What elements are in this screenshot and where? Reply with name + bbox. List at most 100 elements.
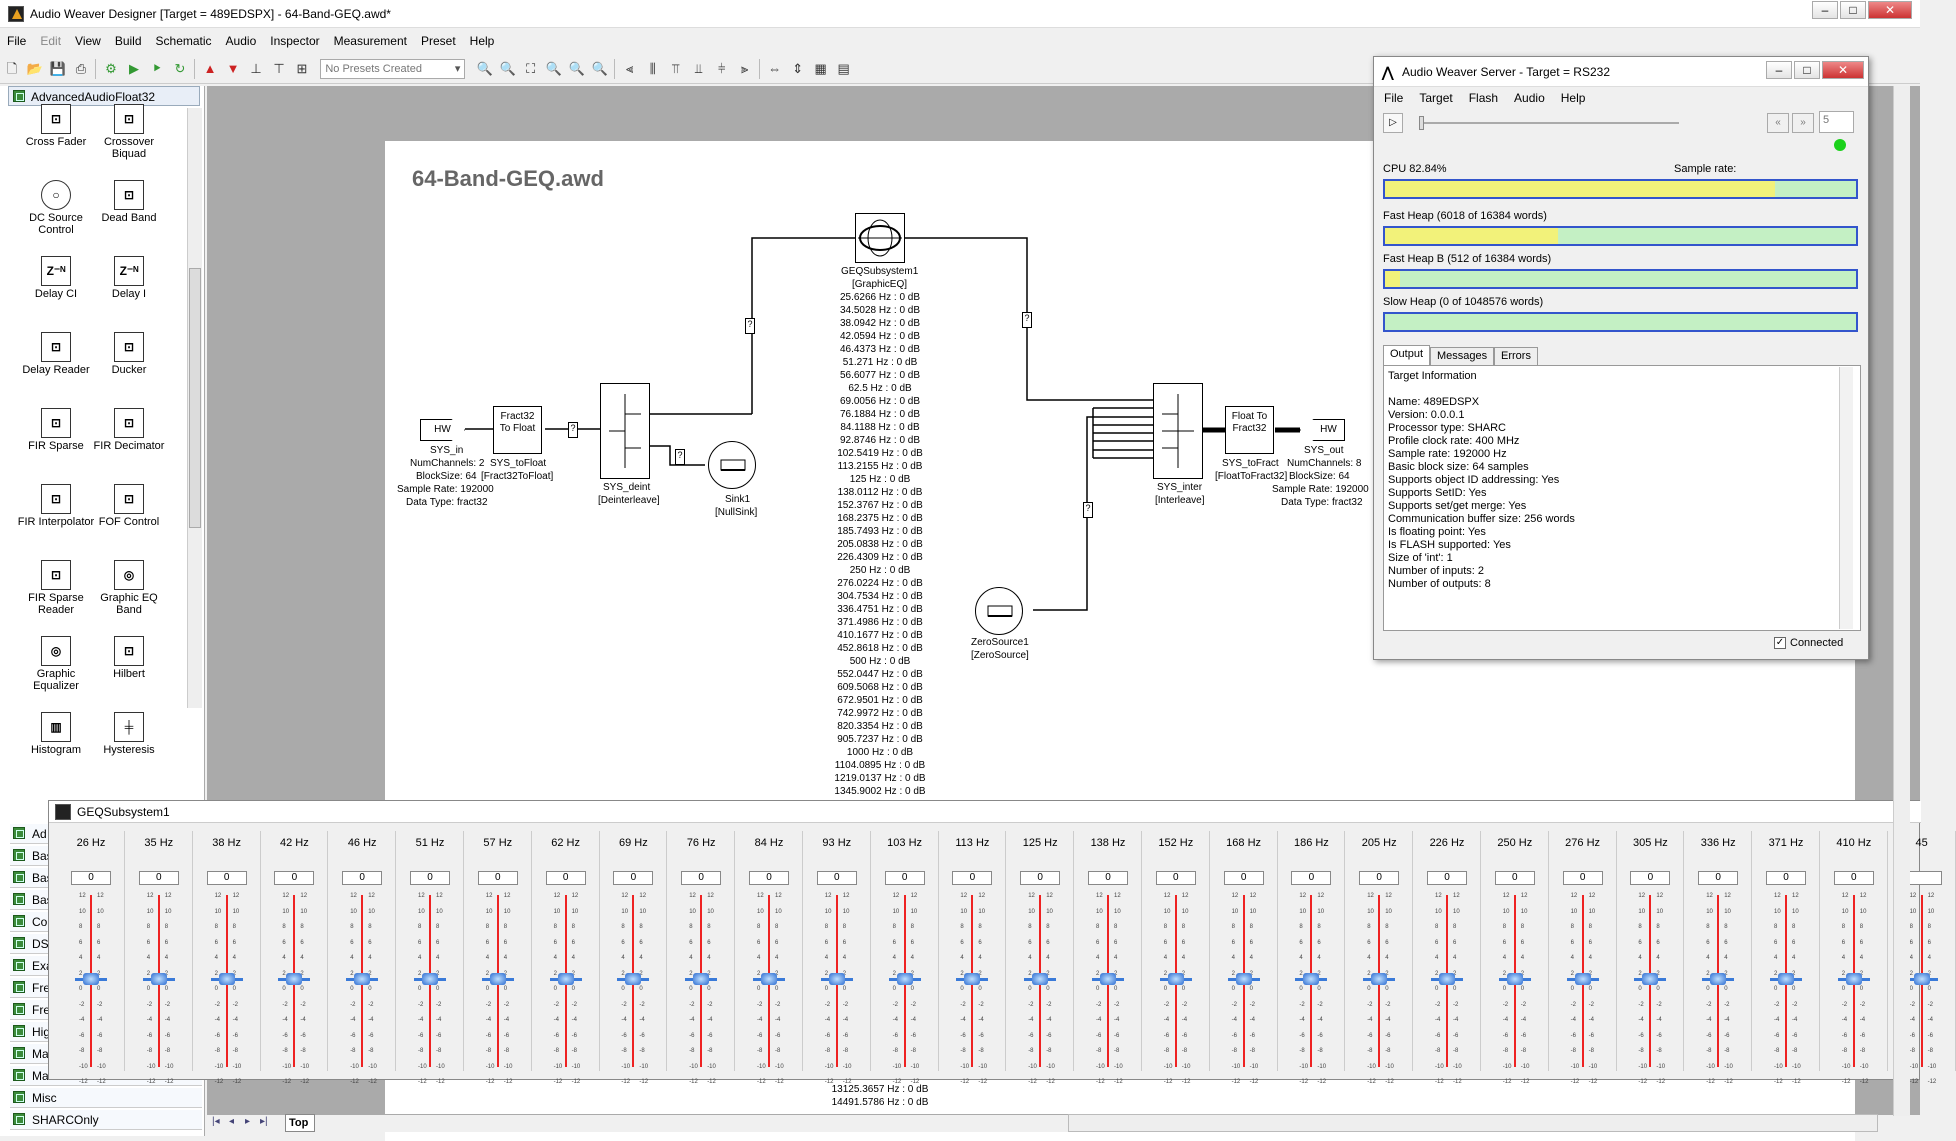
band-slider-thumb[interactable] (1837, 973, 1870, 985)
band-gain-input[interactable]: 0 (681, 871, 722, 885)
menu-view[interactable]: View (75, 34, 101, 48)
zoom-prev-icon[interactable]: 🔍 (591, 61, 608, 76)
band-gain-input[interactable]: 0 (477, 871, 518, 885)
band-gain-input[interactable]: 0 (274, 871, 315, 885)
build-icon[interactable]: ⚙ (105, 61, 117, 76)
band-slider-thumb[interactable] (1024, 973, 1057, 985)
library-scrollbar[interactable] (187, 108, 202, 708)
preset-dropdown[interactable]: No Presets Created (320, 59, 466, 79)
print-icon[interactable]: ⎙ (75, 61, 87, 76)
tree-icon[interactable]: ⊞ (296, 61, 308, 76)
band-gain-input[interactable]: 0 (1562, 871, 1603, 885)
library-item[interactable]: ⊡Delay Reader (16, 332, 96, 376)
band-slider-thumb[interactable] (753, 973, 785, 985)
wire-info-marker[interactable]: ? (1022, 312, 1032, 328)
band-gain-input[interactable]: 0 (816, 871, 857, 885)
play-button[interactable]: ▷ (1383, 113, 1403, 133)
band-slider-thumb[interactable] (956, 973, 989, 985)
server-menu-help[interactable]: Help (1560, 91, 1586, 105)
hw-output-block[interactable]: HW (1300, 419, 1345, 441)
save-icon[interactable]: 💾 (49, 61, 67, 76)
align-top-icon[interactable]: ⫪ (672, 61, 680, 76)
tab-output[interactable]: Output (1383, 345, 1431, 365)
grid-icon[interactable]: ▦ (814, 61, 827, 76)
to-float-block[interactable]: Fract32 To Float (493, 406, 542, 454)
align-icon[interactable]: ⊥ (250, 61, 262, 76)
band-slider-thumb[interactable] (888, 973, 921, 985)
minimize-button[interactable]: – (1812, 1, 1838, 19)
library-item[interactable]: ⊡Crossover Biquad (89, 104, 169, 160)
menu-schematic[interactable]: Schematic (155, 34, 212, 48)
band-gain-input[interactable]: 0 (1359, 871, 1400, 885)
forward-button[interactable]: » (1792, 113, 1814, 133)
band-gain-input[interactable]: 0 (71, 871, 111, 885)
band-slider-thumb[interactable] (278, 973, 311, 985)
library-item[interactable]: ⊡FIR Sparse Reader (16, 560, 96, 616)
prev-sheet-icon[interactable]: ◂ (229, 1116, 235, 1127)
category-row[interactable]: SHARCOnly (10, 1110, 202, 1130)
band-gain-input[interactable]: 0 (1494, 871, 1535, 885)
library-header[interactable]: AdvancedAudioFloat32 (8, 86, 200, 106)
library-item[interactable]: ⊡FIR Decimator (89, 408, 169, 452)
interleave-block[interactable] (1153, 383, 1203, 479)
band-slider-thumb[interactable] (685, 973, 718, 985)
band-slider-thumb[interactable] (1092, 973, 1124, 985)
band-gain-input[interactable]: 0 (1020, 871, 1061, 885)
band-slider-thumb[interactable] (1634, 973, 1667, 985)
to-fract-block[interactable]: Float To Fract32 (1225, 406, 1274, 454)
band-slider-thumb[interactable] (617, 973, 650, 985)
close-button[interactable]: ✕ (1868, 1, 1912, 19)
wire-info-marker[interactable]: ? (568, 422, 578, 438)
band-gain-input[interactable]: 0 (884, 871, 925, 885)
build-run-icon[interactable]: ⯈ (151, 61, 163, 76)
tab-errors[interactable]: Errors (1494, 347, 1538, 365)
library-item[interactable]: ⊡FIR Interpolator (16, 484, 96, 528)
distribute-icon[interactable]: ⊤ (273, 61, 285, 76)
library-item[interactable]: ⊡FIR Sparse (16, 408, 96, 452)
band-gain-input[interactable]: 0 (1630, 871, 1671, 885)
server-menu-audio[interactable]: Audio (1514, 91, 1545, 105)
band-slider-thumb[interactable] (1159, 973, 1192, 985)
graphic-eq-block[interactable] (855, 213, 905, 263)
band-gain-input[interactable]: 0 (1698, 871, 1739, 885)
library-item[interactable]: ⊡Ducker (89, 332, 169, 376)
band-gain-input[interactable]: 0 (1223, 871, 1264, 885)
snap-icon[interactable]: ▤ (837, 61, 850, 76)
open-folder-icon[interactable]: 📂 (26, 61, 44, 76)
band-slider-thumb[interactable] (1905, 973, 1938, 985)
zero-source-block[interactable] (975, 587, 1023, 635)
align-middle-icon[interactable]: ⫩ (717, 61, 726, 76)
band-gain-input[interactable]: 0 (1088, 871, 1128, 885)
band-slider-thumb[interactable] (549, 973, 582, 985)
library-item[interactable]: ⊡Dead Band (89, 180, 169, 224)
band-gain-input[interactable]: 0 (206, 871, 247, 885)
band-slider-thumb[interactable] (346, 973, 379, 985)
server-menu-flash[interactable]: Flash (1468, 91, 1499, 105)
wire-info-marker[interactable]: ? (1083, 502, 1093, 518)
last-sheet-icon[interactable]: ▸| (260, 1116, 268, 1127)
zoom-in-icon[interactable]: 🔍 (499, 61, 516, 76)
align-center-icon[interactable]: ⫼ (649, 61, 656, 76)
band-slider-thumb[interactable] (1431, 973, 1463, 985)
rewind-button[interactable]: « (1767, 113, 1789, 133)
zoom-out-icon[interactable]: 🔍 (476, 61, 493, 76)
next-sheet-icon[interactable]: ▸ (245, 1116, 251, 1127)
band-slider-thumb[interactable] (142, 973, 175, 985)
band-gain-input[interactable]: 0 (342, 871, 383, 885)
connected-checkbox[interactable]: ✓ (1774, 637, 1786, 649)
band-gain-input[interactable]: 0 (545, 871, 586, 885)
band-slider-thumb[interactable] (75, 973, 107, 985)
server-menu-file[interactable]: File (1384, 91, 1404, 105)
band-slider-thumb[interactable] (1363, 973, 1396, 985)
library-item[interactable]: ◎Graphic EQ Band (89, 560, 169, 616)
run-icon[interactable]: ▶ (129, 61, 139, 76)
band-slider-thumb[interactable] (210, 973, 243, 985)
vertical-scrollbar[interactable] (1893, 86, 1910, 1116)
band-gain-input[interactable]: 0 (1427, 871, 1467, 885)
library-item[interactable]: ⊡FOF Control (89, 484, 169, 528)
library-item[interactable]: ○DC Source Control (16, 180, 96, 236)
band-slider-thumb[interactable] (820, 973, 853, 985)
band-gain-input[interactable]: 0 (1766, 871, 1806, 885)
